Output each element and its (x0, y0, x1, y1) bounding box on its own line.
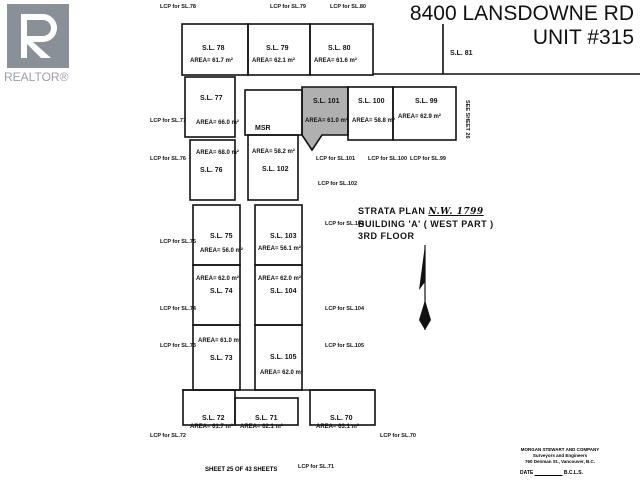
north-arrow-icon (419, 245, 431, 330)
unit-area: AREA= 68.0 m² (196, 149, 239, 156)
lcp-label: LCP for SL.99 (410, 156, 446, 162)
date-line: DATE B.C.L.S. (520, 470, 583, 476)
unit-label: S.L. 100 (358, 98, 385, 105)
unit-label: S.L. 105 (270, 354, 297, 361)
unit-area: AREA= 61.6 m² (314, 57, 357, 64)
lcp-label: LCP for SL.77 (150, 118, 186, 124)
surveyor-block: MORGAN STEWART AND COMPANY Surveyors and… (521, 447, 600, 465)
unit-outline-sl99 (392, 86, 457, 141)
firm-name: MORGAN STEWART AND COMPANY (520, 447, 600, 452)
unit-area: AREA= 58.8 m² (352, 117, 395, 124)
lcp-label: LCP for SL.80 (330, 4, 366, 10)
unit-area: AREA= 56.0 m² (200, 247, 243, 254)
unit-area: AREA= 61.7 m² (190, 57, 233, 64)
unit-area: AREA= 63.1 m² (316, 423, 359, 430)
unit-label: S.L. 81 (450, 50, 473, 57)
unit-area: AREA= 62.1 m² (252, 57, 295, 64)
lcp-label: LCP for SL.75 (160, 239, 196, 245)
unit-outline-sl77 (184, 76, 236, 138)
unit-label: S.L. 76 (200, 167, 223, 174)
lcp-label: LCP for SL.76 (150, 156, 186, 162)
unit-label: S.L. 80 (328, 45, 351, 52)
date-label: DATE (520, 470, 534, 476)
unit-area: AREA= 66.0 m² (196, 119, 239, 126)
plan-title-prefix: STRATA PLAN (358, 206, 426, 216)
lcp-label: LCP for SL.72 (150, 433, 186, 439)
lcp-label: LCP for SL.101 (316, 156, 355, 162)
unit-area: AREA= 62.9 m² (398, 113, 441, 120)
unit-outline-sl104 (254, 264, 303, 326)
plan-building: BUILDING 'A' ( WEST PART ) (358, 219, 494, 229)
lcp-label: LCP for SL.71 (298, 464, 334, 470)
unit-area: AREA= 62.0 m² (260, 369, 303, 376)
unit-outline-sl74 (192, 264, 241, 326)
lcp-label: LCP for SL.102 (318, 181, 357, 187)
unit-outline-sl76 (189, 139, 236, 201)
realtor-logo: REALTOR® (4, 4, 72, 84)
unit-area: AREA= 58.2 m² (252, 148, 295, 155)
unit-label: S.L. 103 (270, 233, 297, 240)
unit-outline-sl102 (247, 134, 299, 201)
unit-label: S.L. 78 (202, 45, 225, 52)
realtor-logo-text: REALTOR® (4, 70, 69, 84)
unit-label: S.L. 104 (270, 288, 297, 295)
unit-area: AREA= 61.0 m² (305, 117, 348, 124)
unit-area: AREA= 56.1 m² (258, 245, 301, 252)
lcp-label: LCP for SL.78 (160, 4, 196, 10)
lcp-label: LCP for SL.74 (160, 306, 197, 312)
listing-unit: UNIT #315 (532, 26, 634, 49)
lcp-label: LCP for SL.104 (325, 306, 365, 312)
unit-label: S.L. 99 (415, 98, 438, 105)
unit-outline-sl81 (442, 24, 640, 75)
firm-subtitle: Surveyors and Engineers (532, 453, 588, 458)
unit-area: AREA= 62.0 m² (258, 275, 301, 282)
signature-suffix: B.C.L.S. (563, 470, 583, 476)
side-note: SEE SHEET 26 (464, 100, 470, 139)
msr-label: MSR (255, 125, 271, 132)
realtor-logo-mark (7, 4, 69, 68)
unit-label: S.L. 79 (266, 45, 289, 52)
unit-label: S.L. 70 (330, 415, 353, 422)
unit-label: S.L. 102 (262, 166, 289, 173)
msr-outline (244, 89, 303, 136)
unit-area: AREA= 61.7 m² (190, 423, 233, 430)
lcp-label: LCP for SL.100 (368, 156, 407, 162)
lcp-label: LCP for SL.73 (160, 343, 196, 349)
plan-floor: 3RD FLOOR (358, 231, 415, 241)
sheet-number: SHEET 25 OF 43 SHEETS (205, 467, 278, 473)
unit-outline-sl80 (309, 23, 374, 76)
unit-label: S.L. 101 (313, 98, 340, 105)
unit-label: S.L. 71 (255, 415, 278, 422)
unit-area: AREA= 62.1 m² (240, 423, 283, 430)
lcp-label: LCP for SL.105 (325, 343, 364, 349)
plan-number: N.W. 1799 (428, 207, 484, 217)
unit-area: AREA= 62.0 m² (196, 275, 239, 282)
lcp-label: LCP for SL.70 (380, 433, 416, 439)
firm-address: 760 Denman St., Vancouver, B.C. (524, 459, 596, 464)
unit-outline-sl100 (347, 86, 394, 141)
lcp-label: LCP for SL.103 (325, 221, 364, 227)
unit-outline-sl71 (234, 397, 299, 426)
unit-label: S.L. 75 (210, 233, 233, 240)
plan-title-block: STRATA PLAN N.W. 1799 BUILDING 'A' ( WES… (358, 205, 494, 242)
unit-label: S.L. 73 (210, 355, 233, 362)
unit-label: S.L. 72 (202, 415, 225, 422)
lcp-label: LCP for SL.79 (270, 4, 306, 10)
unit-label: S.L. 74 (210, 288, 233, 295)
unit-label: S.L. 77 (200, 95, 223, 102)
unit-area: AREA= 61.0 m² (198, 337, 241, 344)
listing-address: 8400 LANSDOWNE RD (409, 2, 634, 25)
